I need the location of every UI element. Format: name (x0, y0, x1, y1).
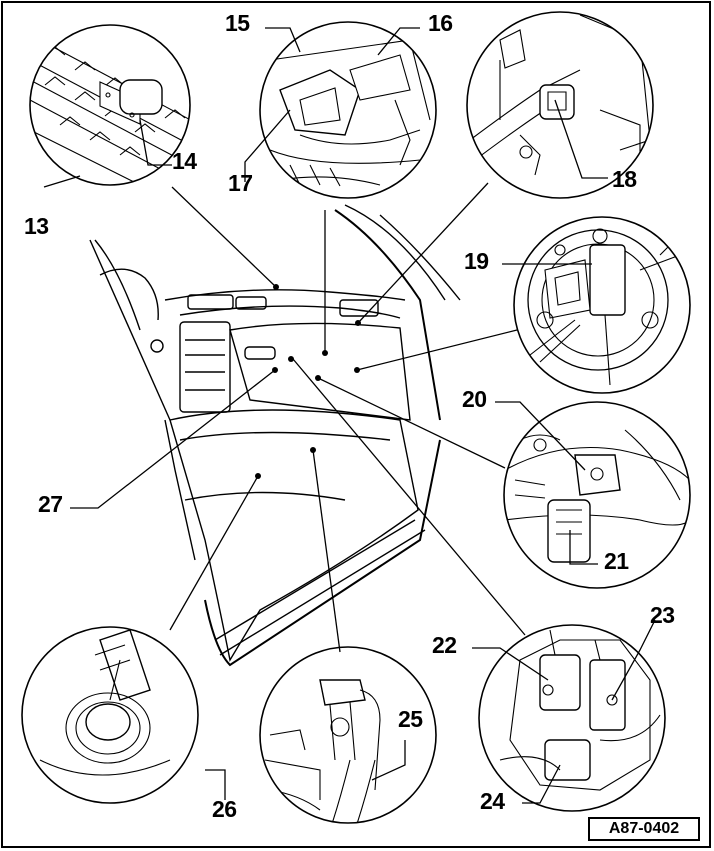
callout-17: 17 (228, 170, 253, 196)
callout-21: 21 (604, 548, 629, 574)
detail-circle-15-16-17 (259, 21, 437, 199)
detail-circle-22-23-24 (478, 624, 666, 812)
dashboard-door-overview (89, 204, 461, 667)
callout-26: 26 (212, 796, 237, 822)
callout-25: 25 (398, 706, 423, 732)
figure-reference-label: A87-0402 (588, 817, 700, 841)
detail-circle-25 (259, 646, 437, 824)
callout-18: 18 (612, 166, 637, 192)
callout-19: 19 (464, 248, 489, 274)
leader-lines (43, 27, 656, 804)
detail-circle-20-21 (503, 401, 691, 589)
callout-22: 22 (432, 632, 457, 658)
callout-15: 15 (225, 10, 250, 36)
location-markers (255, 284, 361, 479)
callout-20: 20 (462, 386, 487, 412)
callout-16: 16 (428, 10, 453, 36)
detail-circle-26 (21, 626, 199, 804)
detail-circle-19 (513, 216, 691, 394)
callout-23: 23 (650, 602, 675, 628)
callout-24: 24 (480, 788, 505, 814)
detail-circle-18 (466, 11, 654, 199)
callout-14: 14 (172, 148, 197, 174)
callout-27: 27 (38, 491, 63, 517)
callout-13: 13 (24, 213, 49, 239)
